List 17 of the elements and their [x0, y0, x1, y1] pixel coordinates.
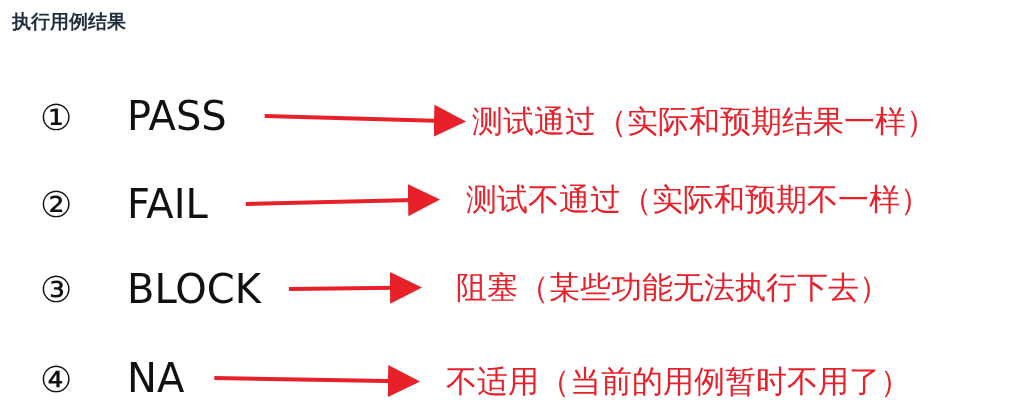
- arrow: [214, 365, 420, 397]
- number-label: ①: [40, 100, 73, 136]
- arrow: [245, 184, 440, 217]
- status-term: BLOCK: [127, 269, 261, 309]
- description-text: 阻塞（某些功能无法执行下去）: [456, 272, 890, 303]
- status-term: NA: [127, 358, 185, 398]
- number-label: ④: [40, 362, 73, 398]
- status-term: PASS: [127, 96, 227, 136]
- title: 执行用例结果: [12, 12, 126, 31]
- description-text: 测试不通过（实际和预期不一样）: [466, 184, 931, 215]
- description-text: 测试通过（实际和预期结果一样）: [472, 106, 937, 137]
- arrow: [288, 271, 422, 304]
- number-label: ②: [40, 187, 73, 223]
- number-label: ③: [40, 272, 73, 308]
- description-text: 不适用（当前的用例暂时不用了）: [446, 366, 911, 397]
- status-term: FAIL: [127, 184, 208, 224]
- arrow: [264, 104, 466, 137]
